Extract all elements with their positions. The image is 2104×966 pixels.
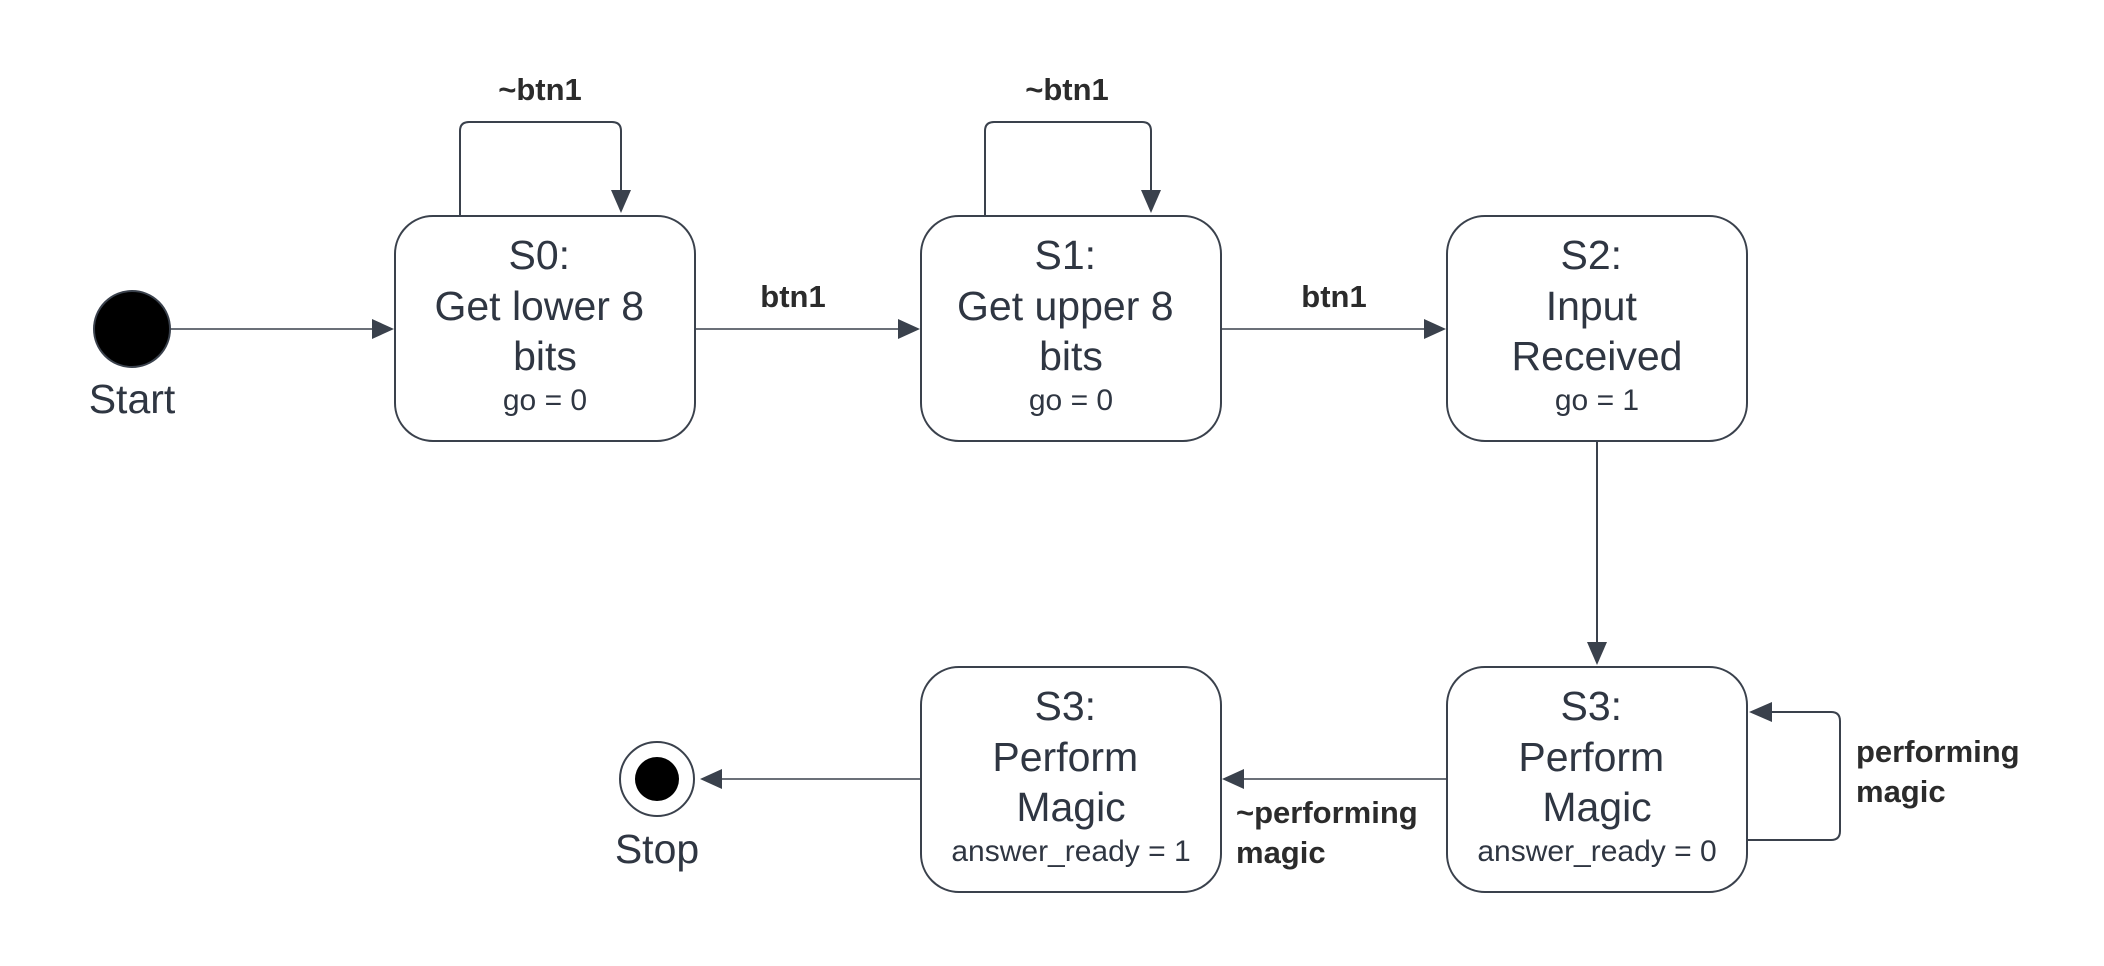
edge-s0-self-loop	[459, 121, 622, 216]
state-s1-name-line3: bits	[1039, 333, 1103, 379]
stop-label: Stop	[615, 826, 699, 872]
state-s2-name-line2: Input	[1546, 283, 1638, 329]
svg-text:S1: Get upper 8 bi: S1: Get upper 8 bits	[957, 232, 1185, 379]
label-s1-to-s2: btn1	[1301, 279, 1366, 314]
label-s0-to-s1: btn1	[760, 279, 825, 314]
arrowhead-s1-self-loop	[1141, 190, 1161, 213]
start-node	[93, 290, 171, 368]
arrowhead-s0-self-loop	[611, 190, 631, 213]
arrowhead-s3b-to-stop	[700, 769, 722, 789]
state-s3a-name-line2: Perform	[1518, 734, 1664, 780]
state-s2-output: go = 1	[1555, 384, 1639, 417]
state-s3a-output: answer_ready = 0	[1477, 835, 1716, 868]
state-s1-title: S1:	[1035, 232, 1097, 278]
start-label: Start	[89, 376, 176, 422]
edge-s3a-self-loop	[1747, 711, 1841, 841]
label-s3a-to-s3b: ~performing magic	[1236, 795, 1426, 870]
state-s3b-title: S3:	[1035, 683, 1097, 729]
state-s0-name-line3: bits	[513, 333, 577, 379]
state-s0-name-line2: Get lower 8	[434, 283, 644, 329]
state-s1: S1: Get upper 8 bits go = 0	[920, 215, 1222, 442]
label-s3a-self-loop-line2: magic	[1856, 774, 1946, 809]
state-s2: S2: Input Received go = 1	[1446, 215, 1748, 442]
label-s3a-self-loop-line1: performing	[1856, 734, 2020, 769]
state-s3-perform-magic-running: S3: Perform Magic answer_ready = 0	[1446, 666, 1748, 893]
state-s2-title: S2:	[1561, 232, 1623, 278]
svg-text:S3: Perform Magic: S3: Perform Magic	[1518, 683, 1675, 830]
svg-text:S3: Perform Magic: S3: Perform Magic	[992, 683, 1149, 830]
arrowhead-s0-to-s1	[898, 319, 920, 339]
label-s3a-to-s3b-line1: ~performing	[1236, 795, 1418, 830]
state-s3b-name-line2: Perform	[992, 734, 1138, 780]
state-s1-output: go = 0	[1029, 384, 1113, 417]
label-s1-self-loop: ~btn1	[1025, 72, 1109, 107]
state-s0-title: S0:	[509, 232, 571, 278]
svg-text:S0: Get lower 8 bi: S0: Get lower 8 bits	[434, 232, 655, 379]
state-s3b-output: answer_ready = 1	[951, 835, 1190, 868]
arrowhead-s1-to-s2	[1424, 319, 1446, 339]
label-s0-self-loop: ~btn1	[498, 72, 582, 107]
state-s3b-name-line3: Magic	[1016, 784, 1125, 830]
label-s3a-self-loop: performing magic	[1856, 734, 2028, 809]
state-s3a-title: S3:	[1561, 683, 1623, 729]
label-s3a-to-s3b-line2: magic	[1236, 835, 1326, 870]
state-s0: S0: Get lower 8 bits go = 0	[394, 215, 696, 442]
arrowhead-s3a-to-s3b	[1222, 769, 1244, 789]
arrowhead-s3a-self-loop	[1749, 702, 1772, 722]
arrowhead-s2-to-s3a	[1587, 642, 1607, 665]
edge-s1-self-loop	[984, 121, 1152, 216]
arrowhead-start-to-s0	[372, 319, 394, 339]
state-s3a-name-line3: Magic	[1542, 784, 1651, 830]
stop-node	[619, 741, 695, 817]
state-s0-output: go = 0	[503, 384, 587, 417]
state-s2-name-line3: Received	[1512, 333, 1683, 379]
svg-text:S2: Input Received: S2: Input Received	[1512, 232, 1683, 379]
state-s3-perform-magic-done: S3: Perform Magic answer_ready = 1	[920, 666, 1222, 893]
state-s1-name-line2: Get upper 8	[957, 283, 1174, 329]
